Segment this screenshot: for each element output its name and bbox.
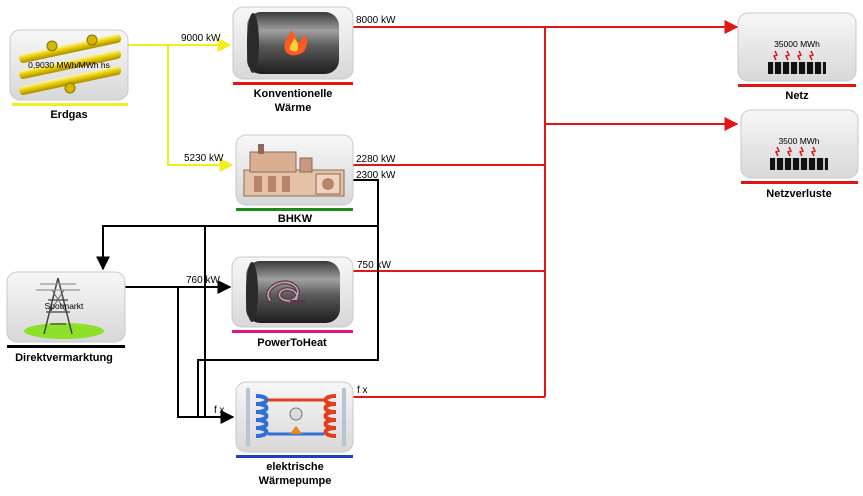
node-powertoheat[interactable]: PowerToHeat: [231, 256, 354, 349]
node-bhkw[interactable]: BHKW: [235, 134, 354, 225]
gas-pipes-icon: [19, 34, 122, 95]
flow-bhkw-heat: 2280 kW: [356, 154, 396, 165]
heating-coil-icon: [246, 261, 340, 323]
chp-engine-icon: [243, 144, 345, 197]
flow-gas-to-konventionelle: 9000 kW: [181, 33, 221, 44]
flow-bhkw-power: 2300 kW: [356, 170, 396, 181]
waermepumpe-underline: [236, 455, 353, 458]
direktvermarktung-value: Spotmarkt: [45, 301, 84, 311]
node-netz[interactable]: 35000 MWh Netz: [737, 12, 857, 102]
konventionelle-label-line1: Konventionelle: [254, 88, 333, 100]
node-erdgas[interactable]: 0,9030 MWh/MWh hs Erdgas: [9, 29, 129, 121]
netzverluste-label: Netzverluste: [766, 188, 831, 200]
bhkw-underline: [236, 208, 353, 211]
gas-line-to-bhkw: [167, 45, 234, 172]
netzverluste-underline: [741, 181, 858, 184]
flow-powertoheat-out: 750 kW: [357, 260, 391, 271]
node-netzverluste[interactable]: 3500 MWh Netzverluste: [740, 109, 859, 200]
power-line-branch-to-waermepumpe: [204, 226, 233, 418]
direktvermarktung-label: Direktvermarktung: [15, 352, 113, 364]
flow-konventionelle-out: 8000 kW: [356, 15, 396, 26]
netz-underline: [738, 84, 856, 87]
netzverluste-value: 3500 MWh: [778, 136, 819, 146]
power-pylon-icon: [24, 277, 104, 339]
powertoheat-label: PowerToHeat: [257, 337, 327, 349]
netz-label: Netz: [785, 90, 809, 102]
heat-lines: [353, 20, 739, 398]
direktvermarktung-underline: [7, 345, 125, 348]
heat-grid-icon: [768, 50, 826, 74]
konventionelle-underline: [233, 82, 353, 85]
erdgas-value: 0,9030 MWh/MWh hs: [28, 60, 110, 70]
boiler-flame-icon: [247, 12, 339, 74]
powertoheat-underline: [232, 330, 353, 333]
heat-pump-icon: [246, 388, 346, 446]
waermepumpe-label-line1: elektrische: [266, 461, 323, 473]
flow-gas-to-bhkw: 5230 kW: [184, 153, 224, 164]
bhkw-label: BHKW: [278, 213, 313, 225]
erdgas-label: Erdgas: [50, 109, 87, 121]
node-direktvermarktung[interactable]: Spotmarkt Direktvermarktung: [6, 271, 126, 364]
flow-waermepumpe-out: f x: [357, 385, 368, 396]
node-konventionelle-waerme[interactable]: Konventionelle Wärme: [232, 6, 354, 114]
flow-waermepumpe-in: f x: [214, 405, 225, 416]
node-waermepumpe[interactable]: elektrische Wärmepumpe: [235, 381, 354, 487]
waermepumpe-label-line2: Wärmepumpe: [259, 475, 332, 487]
konventionelle-label-line2: Wärme: [275, 102, 312, 114]
power-lines: [96, 179, 379, 424]
power-line-bhkw-to-wp: [197, 226, 379, 417]
netz-value: 35000 MWh: [774, 39, 820, 49]
erdgas-underline: [12, 103, 128, 106]
flow-market-to-powertoheat: 760 kW: [186, 275, 220, 286]
power-line-market-to-wp: [177, 287, 235, 424]
gas-lines: [128, 38, 234, 172]
heat-grid-icon: [770, 146, 828, 170]
